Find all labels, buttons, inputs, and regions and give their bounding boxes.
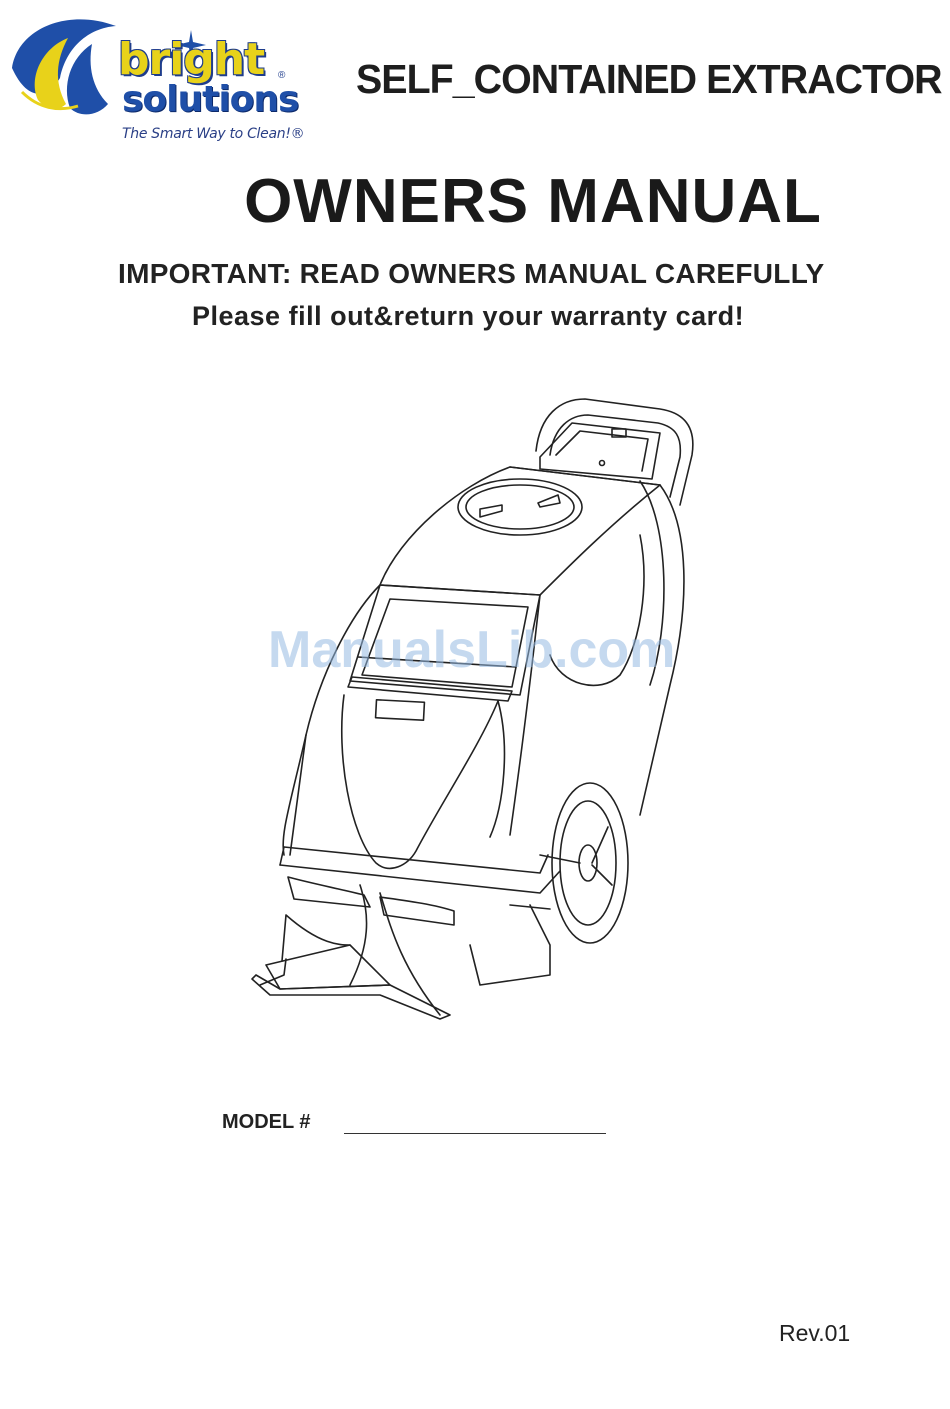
logo-word-bright: bright [118, 38, 264, 82]
extractor-illustration [240, 385, 710, 1025]
revision-label: Rev.01 [779, 1320, 850, 1347]
water-drop-logo-icon [8, 8, 128, 138]
model-label: MODEL # [222, 1111, 311, 1134]
watermark: ManualsLib.com [268, 620, 675, 680]
product-type-title: SELF_CONTAINED EXTRACTOR [356, 56, 942, 103]
model-number-field [344, 1133, 606, 1134]
important-notice: IMPORTANT: READ OWNERS MANUAL CAREFULLY [118, 258, 825, 290]
logo-tagline: The Smart Way to Clean!® [122, 126, 304, 142]
logo-word-solutions: solutions [122, 82, 298, 118]
brand-logo: bright ® solutions The Smart Way to Clea… [8, 8, 338, 148]
page-title: OWNERS MANUAL [0, 166, 950, 237]
warranty-note: Please fill out&return your warranty car… [192, 301, 744, 332]
